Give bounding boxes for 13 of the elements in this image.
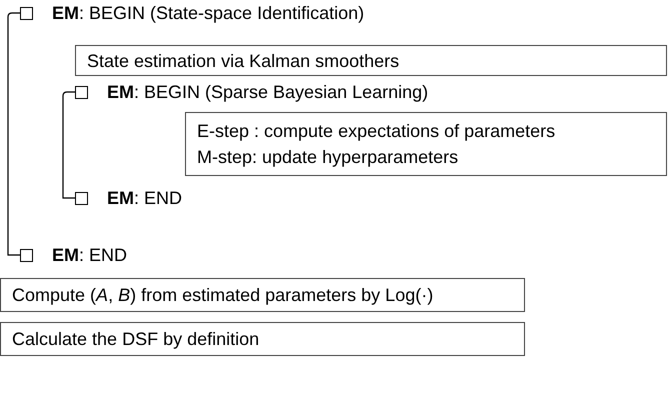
process-box	[185, 112, 667, 176]
process-box	[0, 278, 525, 312]
step-label: EM: BEGIN (State-space Identification)	[52, 2, 364, 25]
step-text: M-step: update hyperparameters	[197, 146, 460, 168]
step-text: Calculate the DSF by definition	[12, 328, 260, 350]
process-box	[0, 322, 525, 356]
step-label: EM: BEGIN (Sparse Bayesian Learning)	[107, 80, 428, 104]
step-label: EM: END	[52, 244, 128, 266]
step-text: State estimation via Kalman smoothers	[87, 50, 400, 72]
step-label: EM: END	[107, 186, 182, 210]
step-text: Compute (A, B) from estimated parameters by Log(·)	[12, 284, 434, 306]
process-box	[75, 45, 667, 76]
step-text: E-step : compute expectations of parameters	[197, 120, 556, 142]
